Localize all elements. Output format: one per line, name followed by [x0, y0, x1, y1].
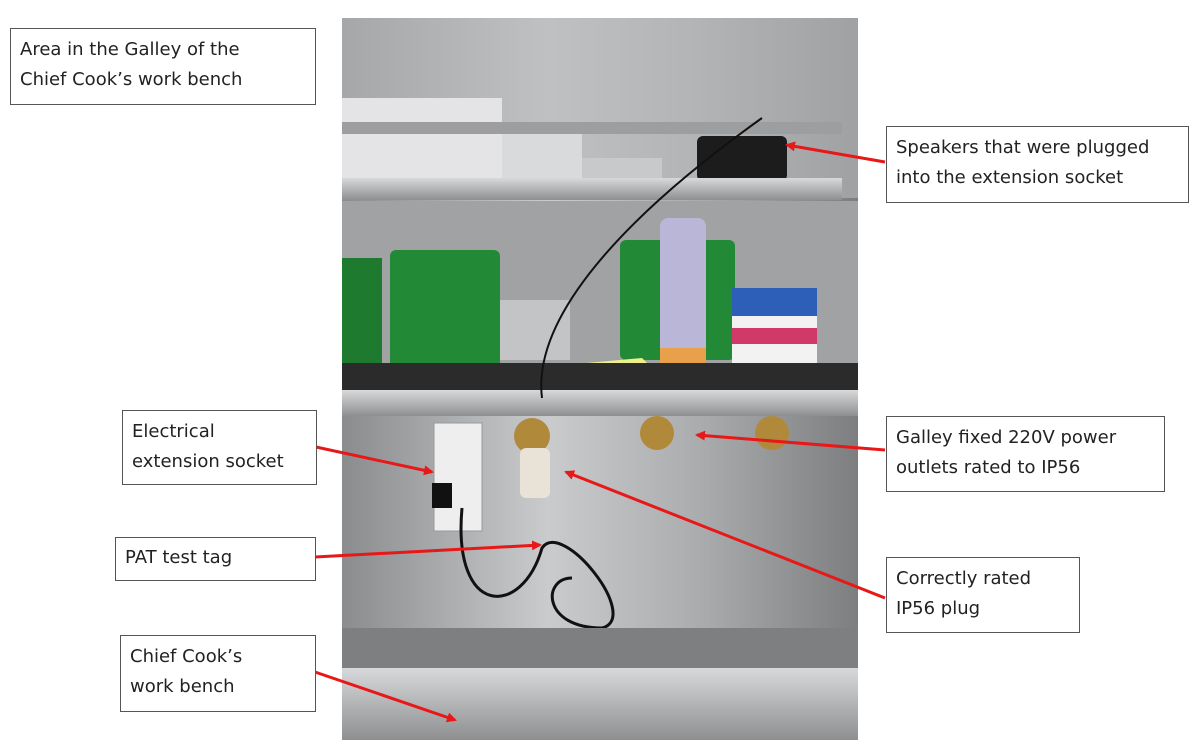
callout-outlets: Galley fixed 220V power outlets rated to… [886, 416, 1165, 492]
callout-pat: PAT test tag [115, 537, 316, 581]
callout-text: Correctly rated [896, 568, 1032, 589]
callout-text: Chief Cook’s [130, 646, 243, 667]
callout-socket: Electrical extension socket [122, 410, 317, 485]
callout-area: Area in the Galley of the Chief Cook’s w… [10, 28, 316, 105]
callout-text: Galley fixed 220V power [896, 427, 1117, 448]
callout-text: Speakers that were plugged [896, 137, 1150, 158]
callout-text: into the extension socket [896, 167, 1124, 188]
callout-plug: Correctly rated IP56 plug [886, 557, 1080, 633]
arrow-socket [315, 445, 434, 476]
arrow-pat [314, 540, 542, 559]
callout-text: extension socket [132, 451, 284, 472]
arrow-plug [564, 470, 886, 600]
speakers [697, 136, 787, 181]
arrow-speakers [785, 141, 886, 164]
callout-text: Chief Cook’s work bench [20, 69, 243, 90]
callout-speakers: Speakers that were plugged into the exte… [886, 126, 1189, 203]
arrow-outlets [695, 430, 886, 452]
callout-text: IP56 plug [896, 598, 981, 619]
callout-bench: Chief Cook’s work bench [120, 635, 316, 712]
callout-text: outlets rated to IP56 [896, 457, 1081, 478]
callout-text: work bench [130, 676, 235, 697]
galley-photo [342, 18, 858, 740]
callout-text: Area in the Galley of the [20, 39, 240, 60]
callout-text: Electrical [132, 421, 215, 442]
callout-text: PAT test tag [125, 547, 233, 568]
arrow-bench [314, 670, 457, 723]
